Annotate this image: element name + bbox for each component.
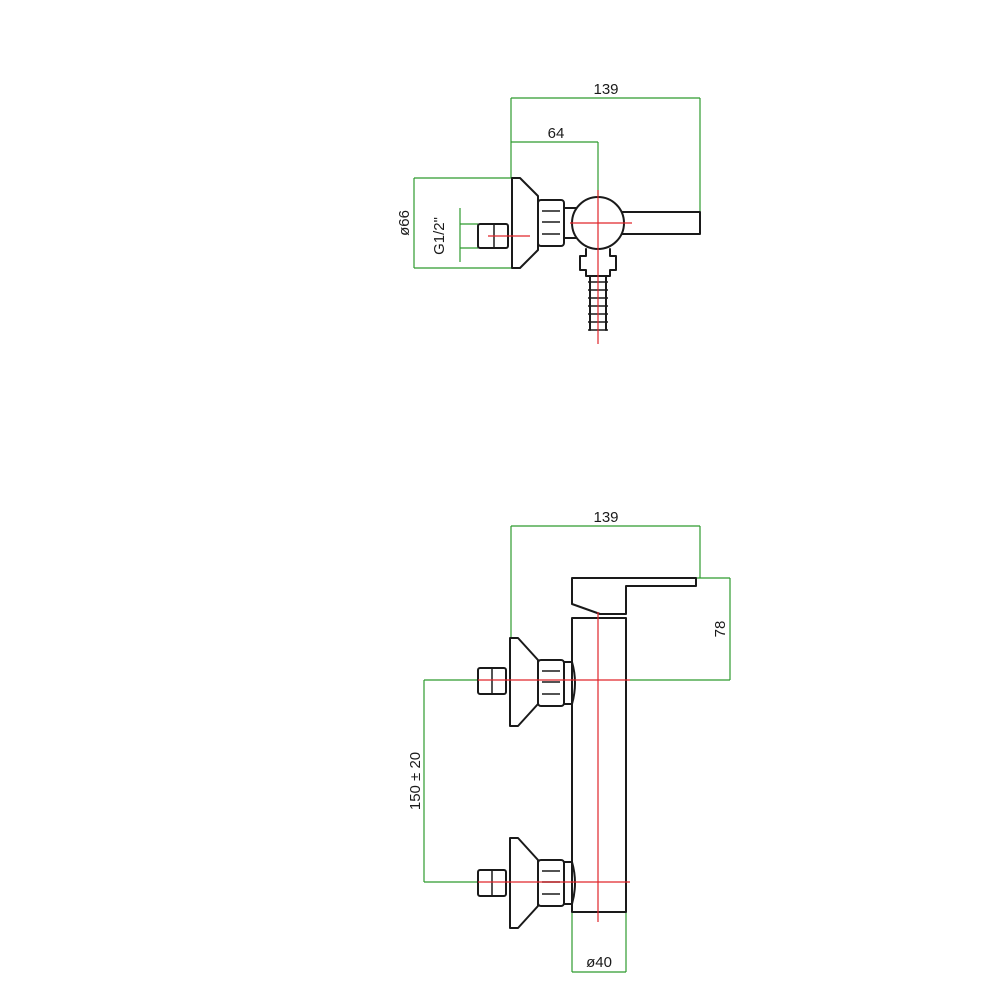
mixer-body-front (571, 617, 627, 913)
front-view: 139 78 150 ± 20 ø40 (407, 509, 731, 973)
front-view-dimensions (423, 525, 731, 973)
upper-connector (563, 661, 576, 705)
dim-text-150: 150 ± 20 (407, 752, 424, 810)
dim-text-78: 78 (712, 621, 729, 638)
wall-flange (511, 177, 539, 269)
upper-hex-nut (537, 659, 565, 707)
lower-connector (563, 861, 576, 905)
upper-flange (509, 637, 539, 727)
lower-inlet-assembly (477, 837, 576, 929)
hose-outlet (589, 275, 607, 331)
dim-text-64: 64 (548, 125, 565, 142)
lever-handle-front (571, 577, 697, 615)
dim-text-40: ø40 (586, 954, 612, 971)
front-view-centerlines (478, 612, 630, 922)
lower-hex-nut (537, 859, 565, 907)
dim-text-66: ø66 (396, 210, 413, 236)
top-view-outline (477, 177, 701, 331)
hex-nut (537, 199, 565, 247)
top-view-dimensions (413, 97, 701, 269)
lever-handle (619, 211, 701, 235)
top-view-centerlines (488, 190, 632, 344)
dim-text-thread: G1/2" (431, 217, 448, 255)
dim-text-139-front: 139 (593, 509, 618, 526)
lower-flange (509, 837, 539, 929)
top-view: 139 64 ø66 G1/2" (396, 81, 701, 344)
dim-text-139-top: 139 (593, 81, 618, 98)
upper-inlet-assembly (477, 637, 576, 727)
